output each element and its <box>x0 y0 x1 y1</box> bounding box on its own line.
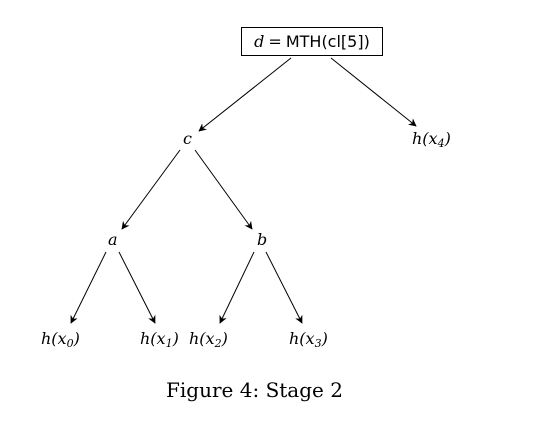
h-x1-sub: 1 <box>165 337 173 350</box>
edge-c-a <box>121 149 181 230</box>
root-node: d = MTH(cl[5]) <box>241 27 383 56</box>
h-x2-var: x <box>205 329 215 348</box>
node-h-x4: h(x4) <box>412 129 451 150</box>
edge-c-b <box>194 149 253 230</box>
edge-root-h4 <box>330 57 417 127</box>
edge-b-h3 <box>265 251 303 324</box>
h-x0-var: x <box>57 329 67 348</box>
node-b: b <box>257 230 268 249</box>
h-x4-fn: h( <box>412 129 429 148</box>
edge-root-c <box>198 57 292 132</box>
edge-b-h2 <box>219 251 255 324</box>
h-x0-fn: h( <box>41 329 58 348</box>
h-x4-var: x <box>428 129 438 148</box>
h-x1-var: x <box>156 329 166 348</box>
h-x4-close: ) <box>444 129 451 148</box>
h-x0-close: ) <box>73 329 80 348</box>
figure-caption: Figure 4: Stage 2 <box>166 378 343 402</box>
h-x2-sub: 2 <box>214 337 222 350</box>
root-expression: MTH(cl[5]) <box>285 32 370 51</box>
h-x3-close: ) <box>321 329 328 348</box>
h-x2-fn: h( <box>189 329 206 348</box>
node-h-x2: h(x2) <box>189 329 228 350</box>
h-x2-close: ) <box>221 329 228 348</box>
edge-a-h0 <box>70 251 107 324</box>
h-x3-var: x <box>305 329 315 348</box>
node-a: a <box>108 230 118 249</box>
h-x3-fn: h( <box>289 329 306 348</box>
h-x0-sub: 0 <box>66 337 74 350</box>
h-x1-fn: h( <box>140 329 157 348</box>
node-c: c <box>183 129 192 148</box>
h-x3-sub: 3 <box>314 337 322 350</box>
node-h-x3: h(x3) <box>289 329 328 350</box>
edge-a-h1 <box>118 251 156 324</box>
h-x1-close: ) <box>172 329 179 348</box>
h-x4-sub: 4 <box>437 137 445 150</box>
root-operator: = <box>268 32 282 51</box>
node-h-x1: h(x1) <box>140 329 179 350</box>
root-var: d <box>254 32 265 51</box>
node-h-x0: h(x0) <box>41 329 80 350</box>
